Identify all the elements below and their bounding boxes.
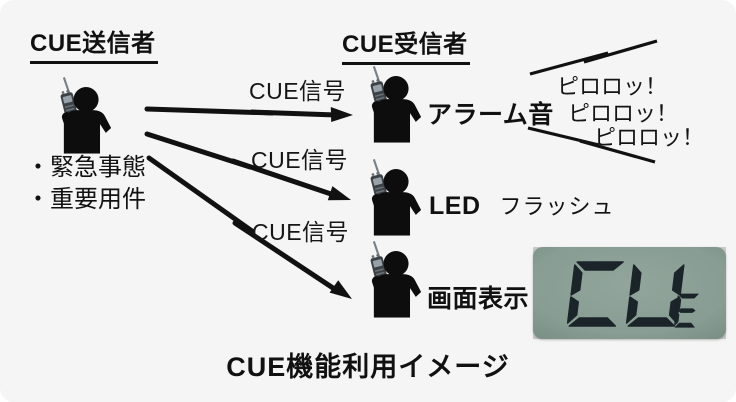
cue-signal-label-2: CUE信号 — [251, 147, 349, 173]
cue-signal-arrow-2 — [144, 131, 351, 201]
screen-display-label: 画面表示 — [427, 285, 530, 313]
led-flash-label: フラッシュ — [499, 194, 615, 219]
alarm-sound-text-2: ピロロッ！ — [568, 101, 679, 126]
sound-bolt-top-icon — [529, 39, 658, 76]
alarm-sound-text-3: ピロロッ！ — [594, 125, 705, 150]
diagram-caption: CUE機能利用イメージ — [226, 352, 510, 382]
receiver-person-with-radio-icon-1 — [370, 65, 424, 143]
cue-signal-arrow-3 — [146, 155, 352, 299]
receiver-result-alarm: アラーム音 — [427, 95, 554, 131]
sender-note-emergency: ・緊急事態 — [26, 154, 146, 181]
receiver-title: CUE受信者 — [342, 31, 470, 65]
alarm-sound-text-1: ピロロッ！ — [557, 74, 668, 99]
cue-signal-label-1: CUE信号 — [249, 78, 347, 104]
receiver-person-with-radio-icon-2 — [370, 158, 424, 236]
sender-notes: ・緊急事態 ・重要用件 — [26, 152, 146, 216]
receiver-result-led: LED フラッシュ — [429, 189, 615, 221]
sender-title: CUE送信者 — [30, 30, 158, 64]
led-label: LED — [429, 192, 481, 220]
alarm-sound-label: アラーム音 — [427, 101, 554, 129]
lcd-segment-digits — [566, 261, 699, 328]
lcd-display — [533, 247, 726, 339]
cue-signal-label-3: CUE信号 — [252, 219, 350, 245]
sound-bolt-bottom-icon — [527, 126, 656, 164]
cue-signal-arrow-1 — [144, 106, 353, 122]
receiver-person-with-radio-icon-3 — [370, 240, 424, 318]
sender-note-important: ・重要用件 — [26, 186, 146, 213]
receiver-result-screen: 画面表示 — [427, 279, 529, 315]
sender-person-with-radio-icon — [60, 76, 114, 154]
